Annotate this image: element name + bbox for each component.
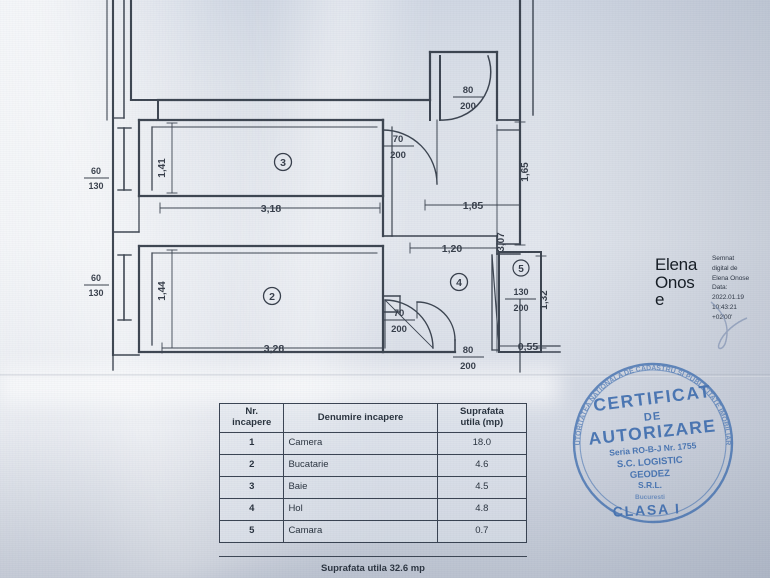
cell-nr: 4 [218, 498, 285, 521]
stamp-line-clasa: CLASA I [612, 500, 681, 520]
cell-name: Camara [283, 520, 438, 543]
authorization-stamp: AUTORITATEA NATIONALA DE CADASTRU SI PUB… [562, 352, 734, 524]
cell-nr: 2 [218, 454, 285, 477]
stamp-line-de: DE [643, 410, 662, 424]
cell-name: Bucatarie [283, 454, 438, 477]
signature-name-line2: Onos [655, 272, 695, 292]
header-nr-line1: Nr. [245, 406, 259, 418]
header-area-line2: utila (mp) [460, 417, 504, 428]
cell-area: 4.8 [436, 498, 528, 521]
stamp-line-company: S.C. LOGISTIC [617, 455, 684, 471]
digital-signature-block: Elena Onos e Semnat digital de Elena Ono… [655, 252, 770, 357]
cell-area: 18.0 [436, 432, 528, 455]
table-header-row: Nr. incapere Denumire incapere Suprafata… [218, 403, 528, 433]
cell-name: Camera [283, 432, 438, 455]
signature-meta-line7: +02'00' [712, 313, 733, 321]
cell-nr: 1 [218, 432, 285, 455]
stamp-line-srl: S.R.L. [638, 480, 662, 490]
table-row: 1 Camera 18.0 [218, 432, 528, 455]
cell-nr: 3 [218, 476, 285, 499]
header-denumire-incapere: Denumire incapere [283, 403, 438, 433]
stamp-line-city: Bucuresti [635, 494, 665, 501]
table-row: 2 Bucatarie 4.6 [218, 454, 528, 477]
cell-name: Baie [283, 476, 438, 499]
table-row: 5 Camara 0.7 [218, 520, 528, 543]
signature-meta-line2: digital de [712, 264, 738, 272]
stamp-line-geodez: GEODEZ [630, 468, 671, 481]
header-nr-line2: incapere [232, 417, 272, 428]
signature-meta-line1: Semnat [712, 255, 735, 262]
cell-area: 0.7 [436, 520, 528, 543]
signature-metadata: Semnat digital de Elena Onose Data: 2022… [712, 254, 770, 322]
room-schedule-table: Nr. incapere Denumire incapere Suprafata… [218, 403, 528, 543]
stamp-inner-ring [579, 369, 727, 517]
table-row: 4 Hol 4.8 [218, 498, 528, 521]
table-total-row-clipped: Suprafata utila 32.6 mp [219, 556, 527, 578]
header-nr-incapere: Nr. incapere [218, 403, 285, 433]
table-row: 3 Baie 4.5 [218, 476, 528, 499]
header-area-line1: Suprafata [459, 406, 504, 418]
signature-name: Elena Onos e [655, 256, 715, 309]
signature-meta-line5: 2022.01.19 [712, 294, 745, 301]
cell-nr: 5 [218, 520, 285, 543]
signature-name-line3: e [655, 290, 665, 310]
table-total-text: Suprafata utila 32.6 mp [219, 556, 527, 574]
signature-name-line1: Elena [655, 255, 697, 274]
signature-meta-line6: 10:43:21 [712, 303, 737, 311]
cell-name: Hol [283, 498, 438, 521]
signature-meta-line3: Elena Onose [712, 274, 750, 282]
header-suprafata-utila: Suprafata utila (mp) [436, 403, 528, 433]
cell-area: 4.5 [436, 476, 528, 499]
stamp-outer-ring [572, 362, 734, 524]
cell-area: 4.6 [436, 454, 528, 477]
signature-meta-line4: Data: [712, 284, 728, 292]
